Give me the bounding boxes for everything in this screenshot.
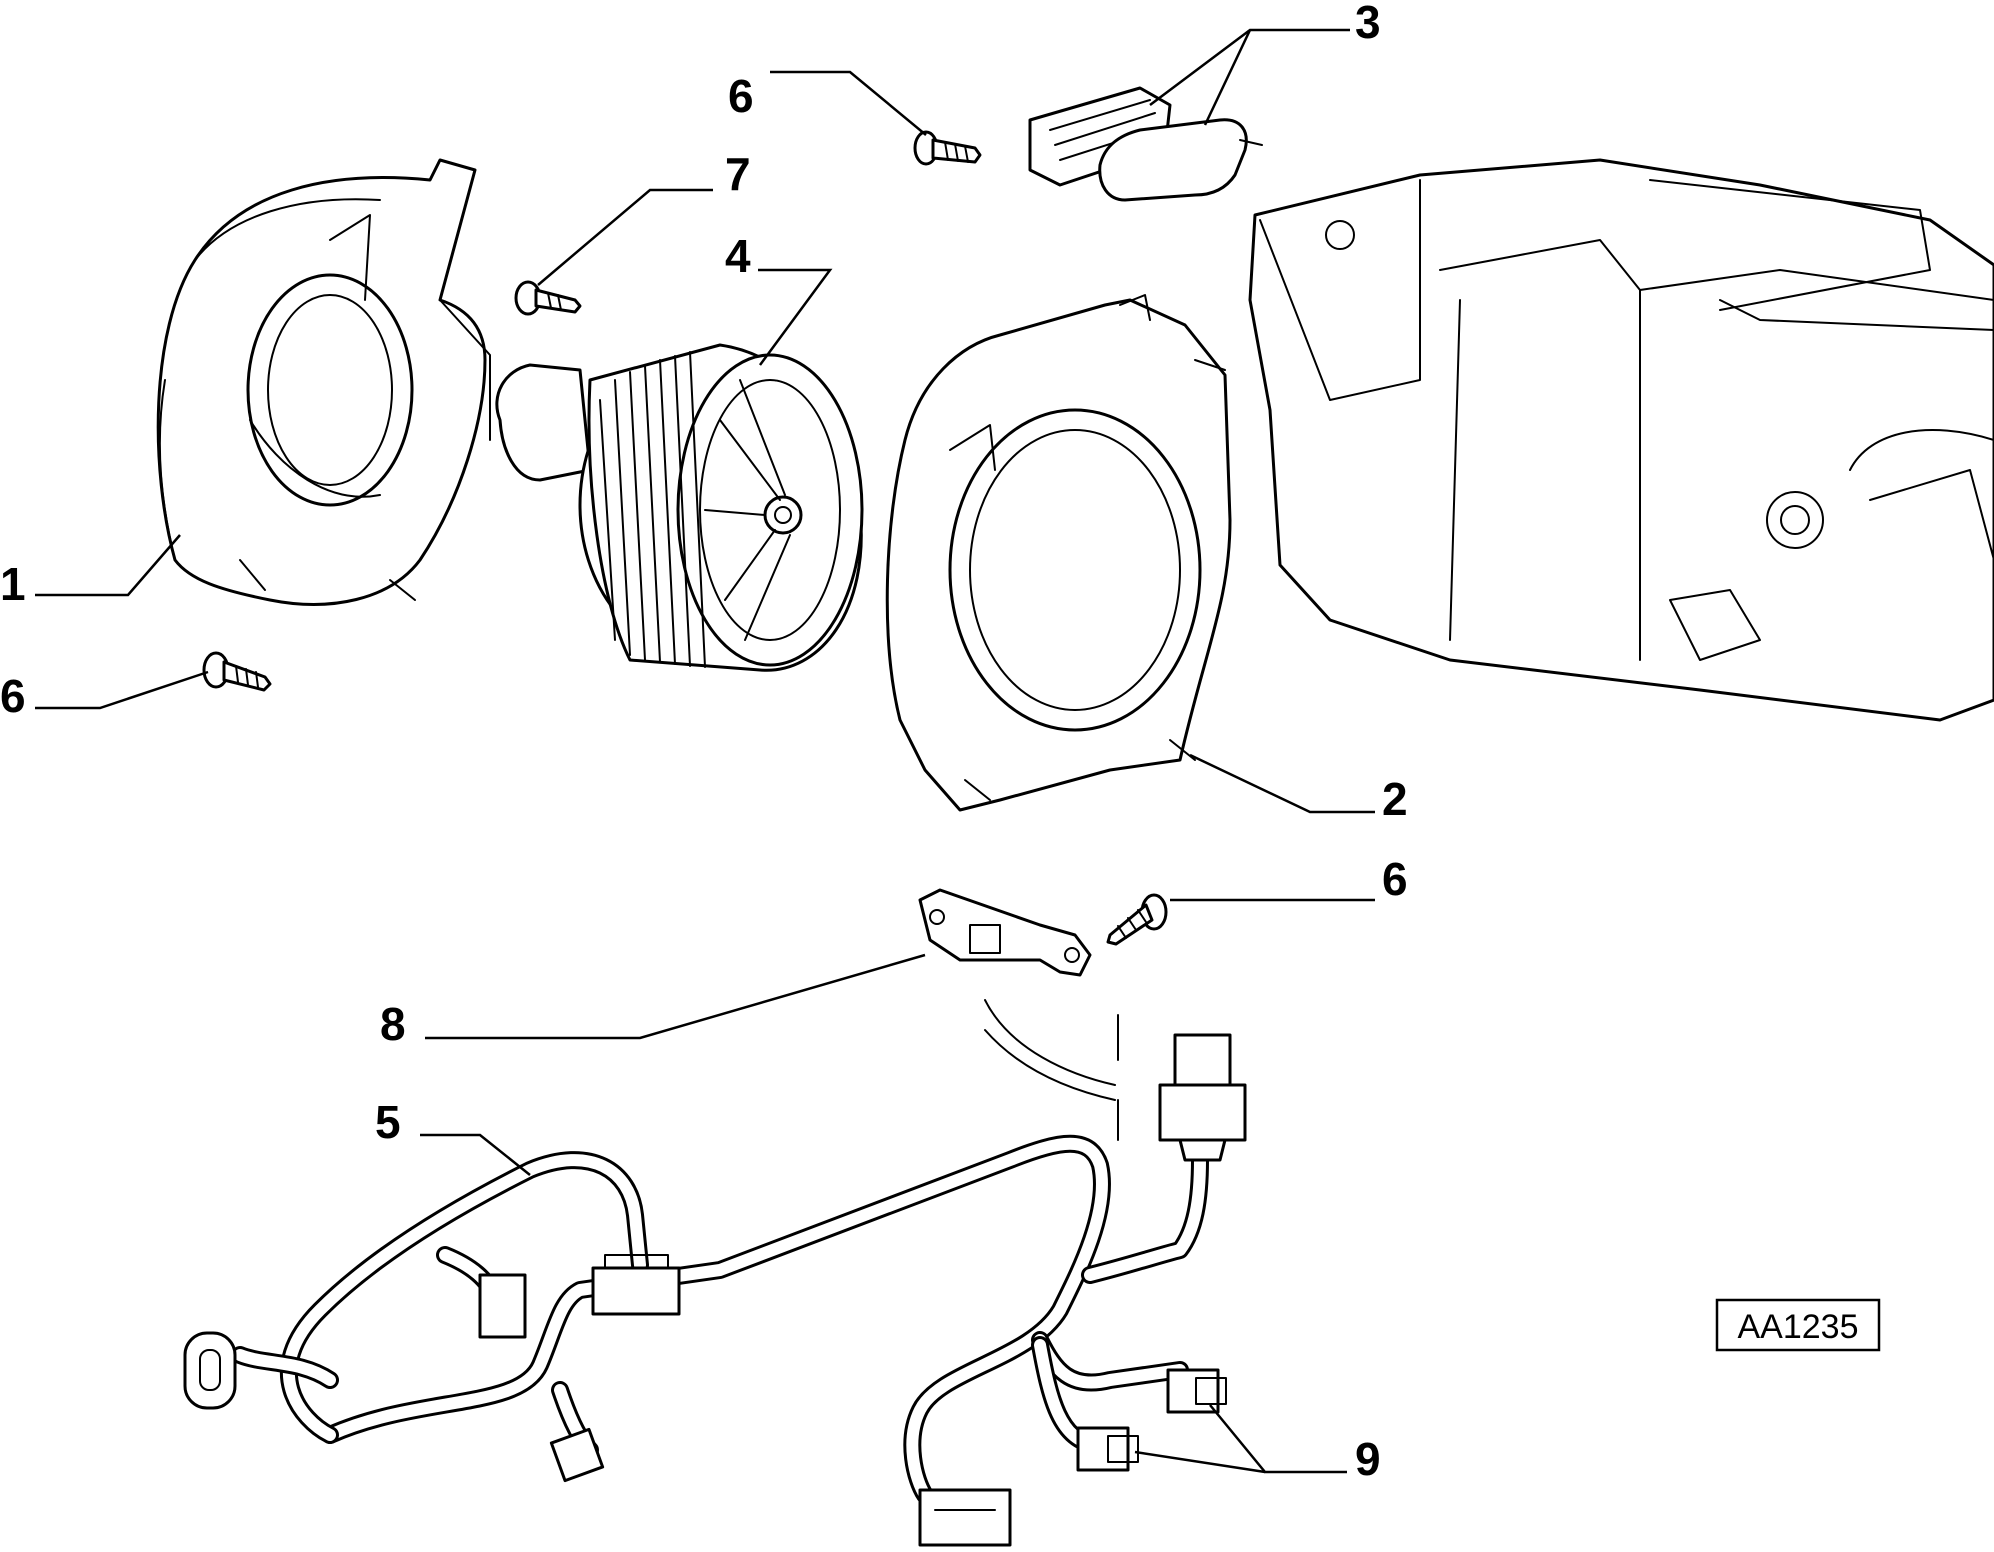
bracket-guide-line-1 [984,999,1116,1086]
wiring-harness [231,1134,1209,1504]
bracket [918,888,1092,977]
reference-code-box: AA1235 [1715,1298,1881,1352]
bracket-guide-line-2 [984,1029,1116,1101]
callout-8: 8 [380,998,406,1050]
blower-housing-rear [156,158,491,606]
harness-connector-9a [1166,1368,1227,1414]
screw-6-left [202,651,272,692]
harness-connector-d [918,1488,1012,1547]
callout-6-top: 6 [728,70,754,122]
harness-connector-oval [183,1331,237,1410]
resistor-unit [1028,86,1263,202]
callout-1: 1 [0,558,26,610]
callout-2: 2 [1382,773,1408,825]
heater-box-assembly [1248,158,1994,722]
screw-6-right [1106,893,1168,946]
callout-7: 7 [725,148,751,200]
blower-motor-fan [495,343,864,672]
callout-5: 5 [375,1096,401,1148]
harness-connector-b [591,1254,681,1316]
reference-code: AA1235 [1738,1308,1859,1346]
screw-6-top [913,130,982,166]
callout-3: 3 [1355,0,1381,48]
harness-connector-relay [1158,1033,1247,1162]
callout-6-right: 6 [1382,853,1408,905]
blower-housing-front [885,294,1232,812]
callout-6-left: 6 [0,670,26,722]
harness-connector-c [549,1427,605,1483]
callout-9: 9 [1355,1433,1381,1485]
harness-connector-9b [1076,1426,1139,1472]
screw-7 [514,280,582,316]
leader-lines [35,28,1375,1474]
harness-connector-a [478,1273,527,1339]
callout-4: 4 [725,230,751,282]
